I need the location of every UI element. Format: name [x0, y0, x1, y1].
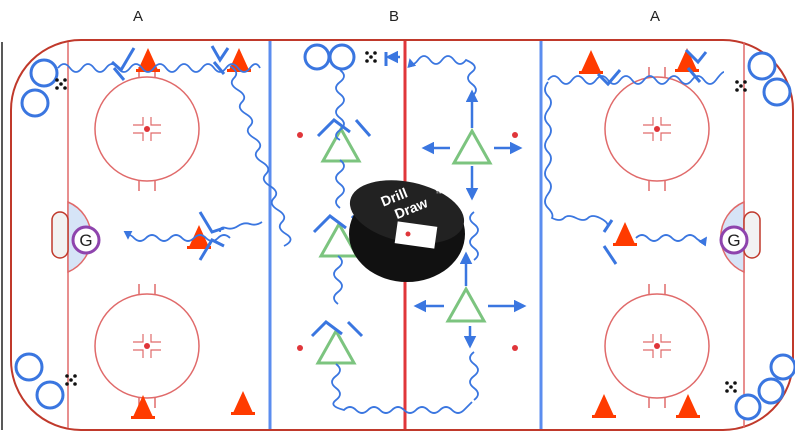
drilldraw-puck-logo: Drill Draw ™ [349, 180, 465, 282]
zone-label-left: A [133, 8, 144, 25]
svg-text:G: G [79, 231, 92, 250]
goalie-icon: G [719, 225, 749, 255]
player-group-top-left [20, 58, 59, 118]
stick-marks [111, 45, 708, 338]
player-group-top-right [747, 51, 792, 107]
player-group-center [303, 43, 356, 71]
zone-label-right: A [650, 8, 661, 25]
zone-label-center: B [389, 8, 400, 25]
direction-arrows [385, 50, 527, 349]
net-left [51, 211, 69, 259]
svg-text:G: G [727, 231, 740, 250]
goalie-icon: G [71, 225, 101, 255]
player-group-bottom-left [14, 352, 65, 410]
svg-text:™: ™ [435, 189, 443, 198]
player-group-bottom-right [734, 353, 795, 421]
